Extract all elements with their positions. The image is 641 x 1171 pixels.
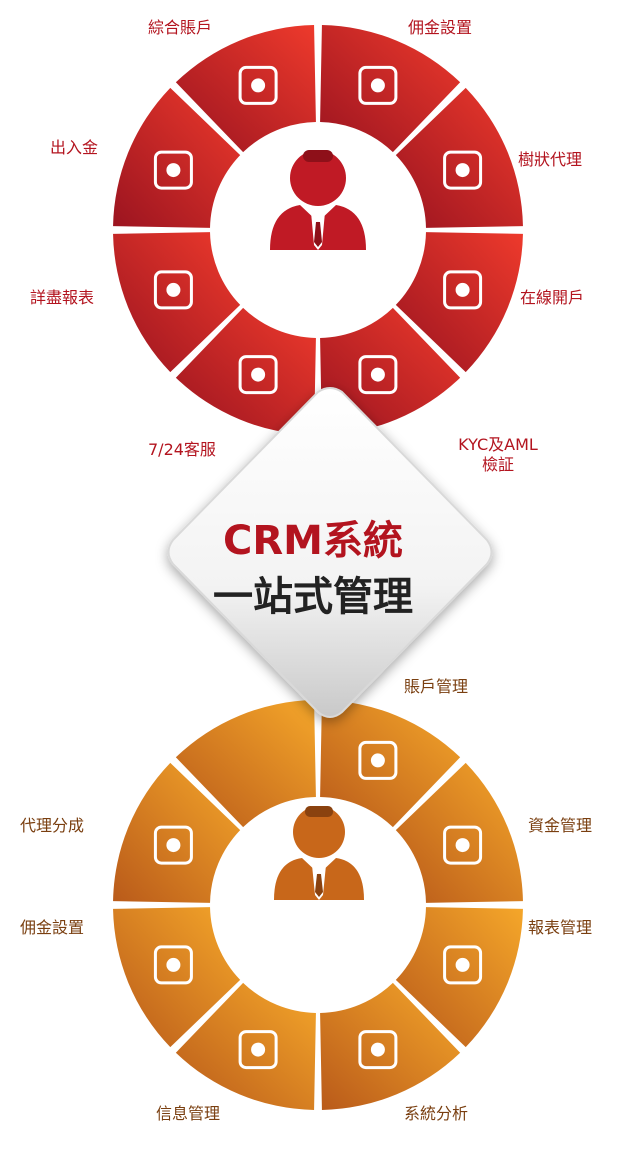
crm-center-line2: 管理系統 (286, 279, 354, 299)
label-message-management: 信息管理 (156, 1104, 221, 1123)
backend-segment-3 (320, 982, 461, 1110)
report-management-icon (443, 945, 483, 985)
crm-center-line1: 客戶/代理 (283, 258, 357, 278)
label-account-management: 賬戶管理 (404, 677, 469, 696)
crm-segment-1 (395, 87, 523, 228)
backend-ring (113, 700, 523, 1110)
label-tree-agent: 樹狀代理 (518, 150, 583, 169)
backend-center-line1: 後台管理 (286, 915, 354, 935)
crm-segment-3 (320, 307, 461, 435)
kyc-icon (238, 355, 278, 395)
backend-segment-4 (175, 982, 316, 1110)
account-management-icon (358, 740, 398, 780)
fund-management-icon (443, 825, 483, 865)
crm-segment-0 (320, 25, 461, 153)
label-online-account: 在線開戶 (520, 288, 585, 307)
label-kyc-aml: KYC及AML 檢証 (448, 435, 548, 475)
crm-person-icon (270, 150, 366, 250)
label-detailed-report: 詳盡報表 (30, 288, 95, 307)
backend-center-title: 後台管理 系統 (250, 915, 390, 957)
system-analysis-icon (358, 1030, 398, 1070)
backend-segment-2 (395, 907, 523, 1048)
backend-segment-5 (113, 907, 241, 1048)
crm-segment-5 (113, 232, 241, 373)
center-diamond (167, 387, 493, 718)
backend-segment-1 (395, 762, 523, 903)
label-system-analysis: 系統分析 (404, 1104, 469, 1123)
commission-setting-icon (153, 945, 193, 985)
crm-center-title: 客戶/代理 管理系統 (250, 258, 390, 300)
backend-person-icon (274, 806, 364, 900)
label-report-management: 報表管理 (528, 918, 593, 937)
label-agent-share: 代理分成 (20, 816, 85, 835)
crm-segment-2 (395, 232, 523, 373)
accounts-icon (358, 65, 398, 105)
label-kyc-line1: KYC及AML (458, 435, 538, 454)
tree-agent-icon (443, 270, 483, 310)
crm-segment-6 (113, 87, 241, 228)
message-management-icon (238, 1030, 278, 1070)
support-headset-icon (153, 270, 193, 310)
diamond-title-line2: 一站式管理 (213, 574, 413, 620)
commission-icon (443, 150, 483, 190)
label-commission-setup: 佣金設置 (408, 18, 473, 37)
label-support: 7/24客服 (148, 440, 216, 459)
backend-center-line2: 系統 (303, 936, 337, 956)
agent-share-icon (153, 825, 193, 865)
label-fund-management: 資金管理 (528, 816, 593, 835)
label-integrated-accounts: 綜合賬戶 (148, 18, 213, 37)
backend-segment-0 (320, 700, 461, 828)
crm-segment-7 (175, 25, 316, 153)
backend-segment-6 (113, 762, 241, 903)
report-icon (153, 150, 193, 190)
label-kyc-line2: 檢証 (481, 455, 514, 474)
diamond-title-line1: CRM系統 (223, 518, 403, 564)
backend-segment-filler (175, 700, 316, 828)
crm-ring (113, 25, 523, 435)
transfer-icon (238, 65, 278, 105)
crm-segment-4 (175, 307, 316, 435)
label-deposit-withdraw: 出入金 (50, 138, 99, 157)
online-account-icon (358, 355, 398, 395)
label-commission-setting: 佣金設置 (20, 918, 85, 937)
